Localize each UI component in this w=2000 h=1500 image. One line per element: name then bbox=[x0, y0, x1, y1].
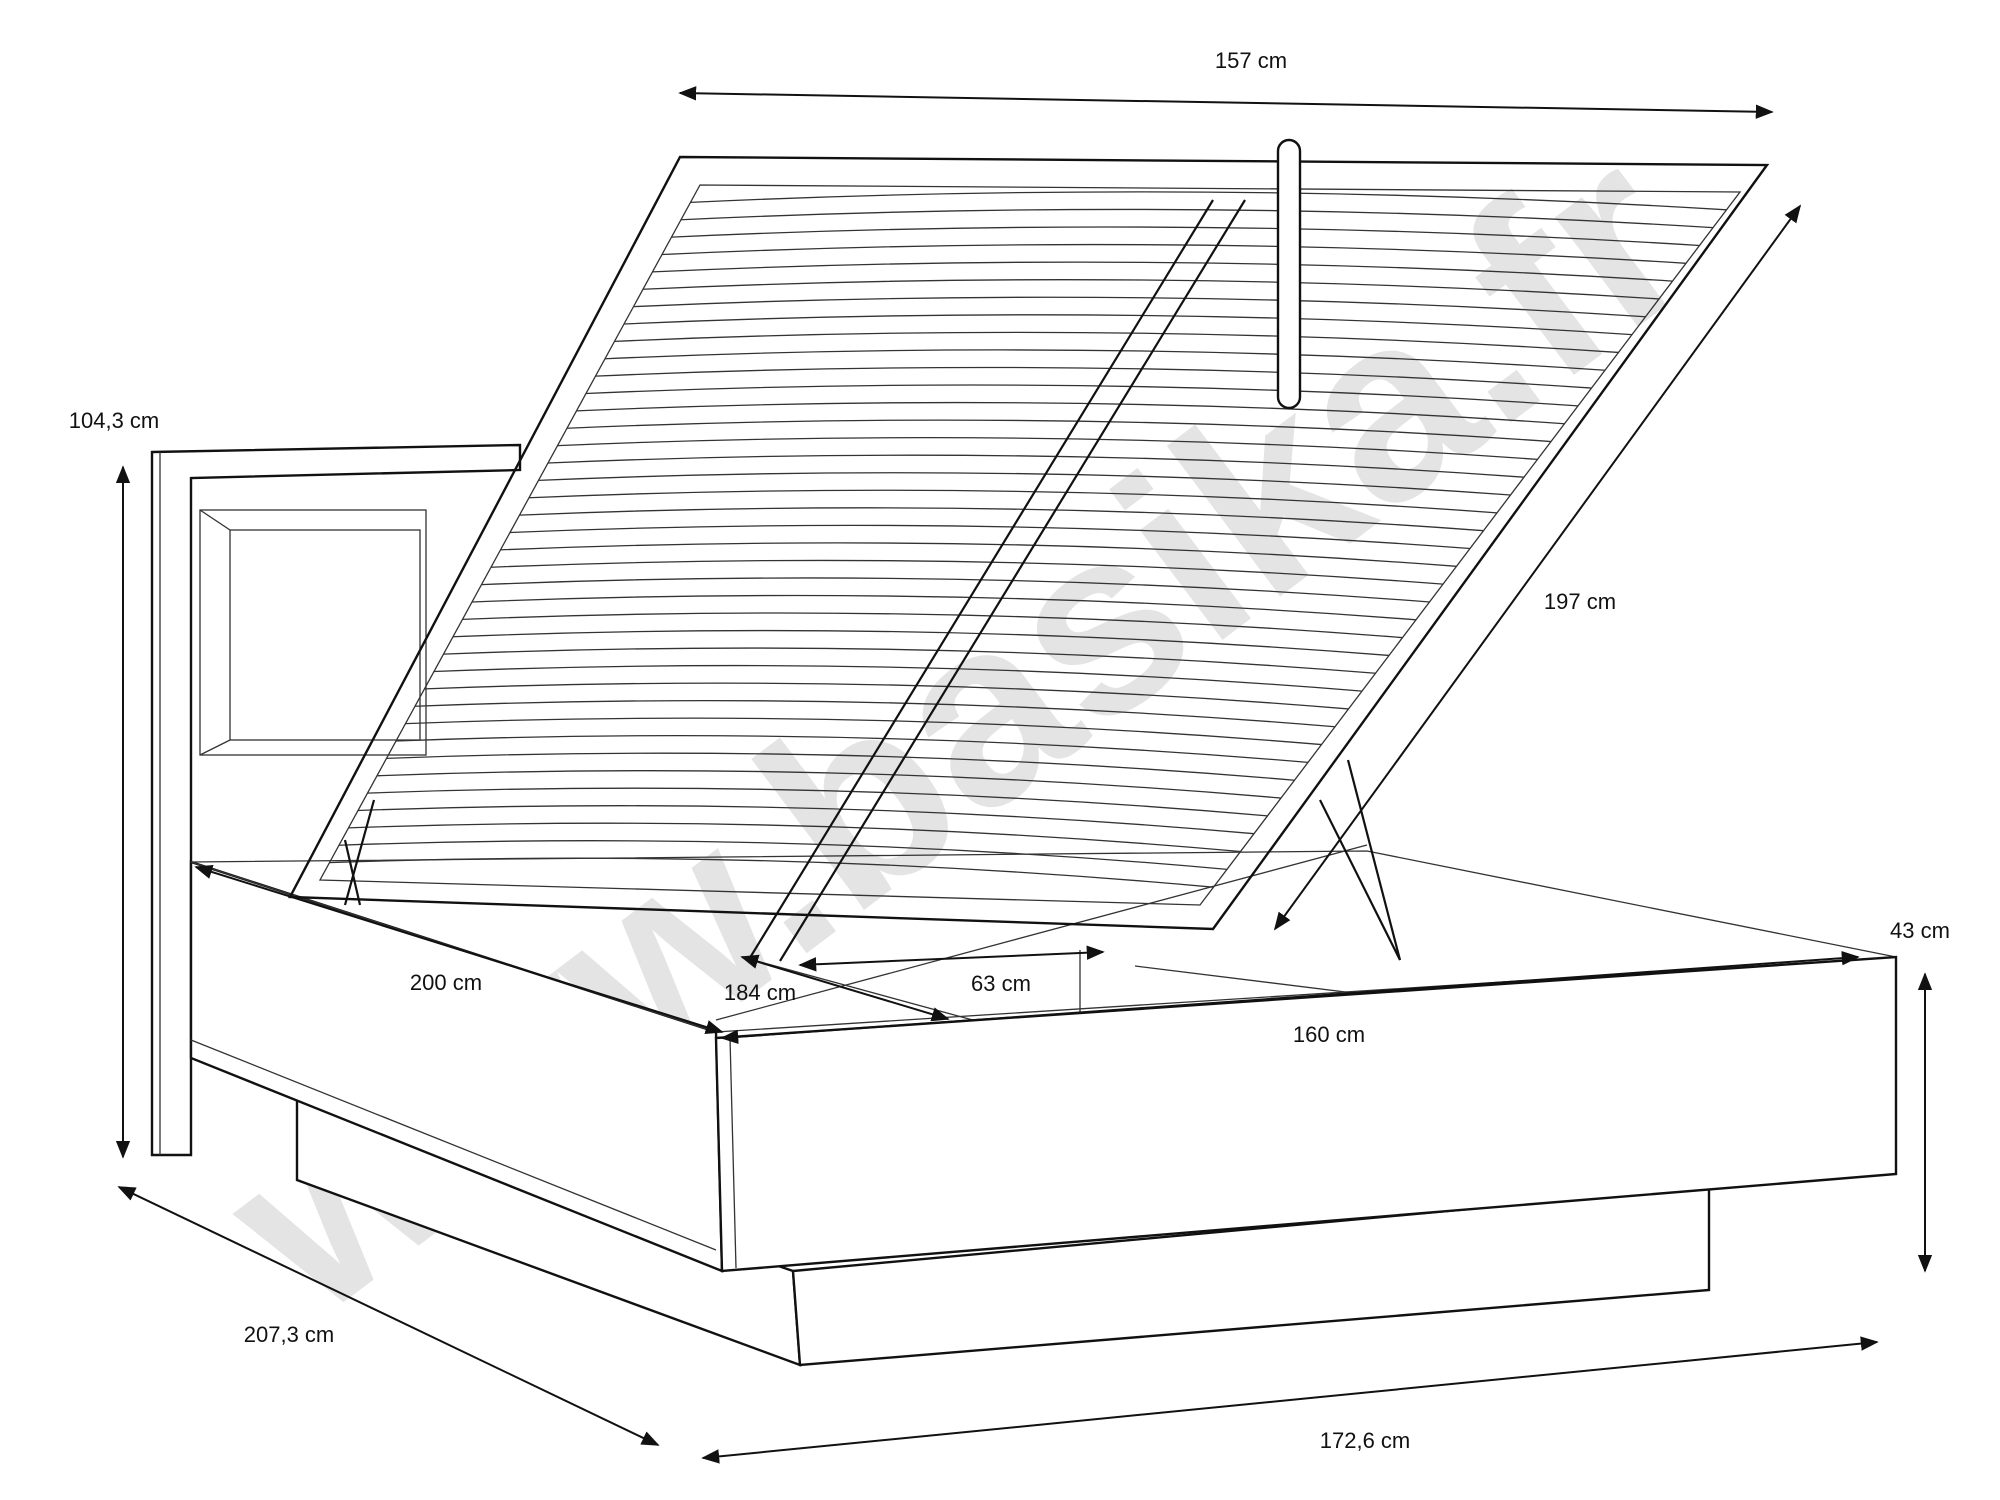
slat bbox=[443, 647, 1376, 674]
slat bbox=[433, 664, 1363, 692]
slat bbox=[452, 629, 1390, 657]
lift-handle-strap bbox=[1276, 138, 1302, 410]
slat bbox=[424, 682, 1349, 710]
label-total-length: 207,3 cm bbox=[244, 1322, 335, 1347]
slat bbox=[690, 191, 1727, 211]
dimension-lines bbox=[115, 86, 1933, 1464]
label-frame-length: 197 cm bbox=[1544, 589, 1616, 614]
center-support-bar bbox=[747, 199, 1214, 962]
label-top-width: 157 cm bbox=[1215, 48, 1287, 73]
headboard bbox=[150, 443, 522, 1157]
slat bbox=[329, 857, 1214, 888]
label-inner-width: 160 cm bbox=[1293, 1022, 1365, 1047]
slat bbox=[462, 612, 1403, 639]
label-total-width: 172,6 cm bbox=[1320, 1428, 1411, 1453]
slat bbox=[414, 699, 1336, 728]
slat bbox=[338, 840, 1228, 870]
slat bbox=[357, 805, 1255, 835]
label-base-height: 43 cm bbox=[1890, 918, 1950, 943]
slat bbox=[376, 770, 1282, 799]
label-total-height: 104,3 cm bbox=[69, 408, 160, 433]
slat bbox=[348, 822, 1241, 853]
label-storage-length: 184 cm bbox=[724, 980, 796, 1005]
label-storage-width: 63 cm bbox=[971, 971, 1031, 996]
slat bbox=[386, 752, 1295, 781]
slat bbox=[367, 787, 1268, 817]
slat bbox=[395, 735, 1309, 764]
slat bbox=[405, 717, 1322, 746]
label-inner-length: 200 cm bbox=[410, 970, 482, 995]
